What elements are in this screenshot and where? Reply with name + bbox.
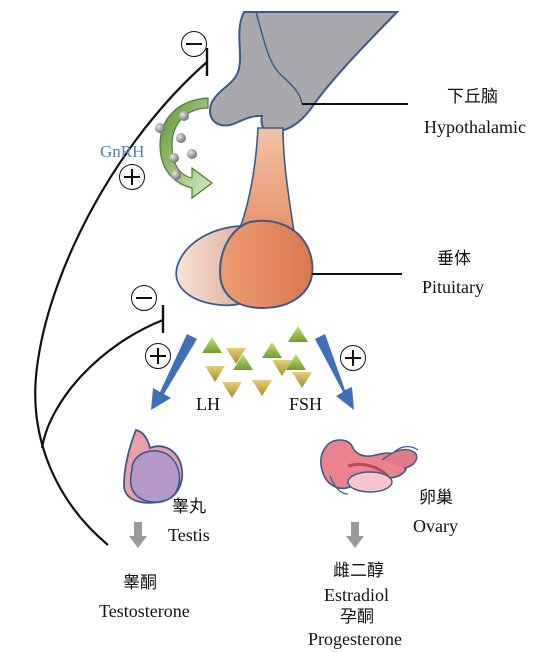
testosterone-label-en: Testosterone: [99, 600, 190, 622]
testis-output-arrow: [129, 522, 147, 548]
testis-label-cn: 睾丸: [172, 496, 206, 518]
stimulate-symbol-lh: [145, 343, 171, 369]
inhibit-symbol-top: [181, 31, 207, 57]
hormone-triangles: [202, 326, 312, 398]
fsh-label: FSH: [289, 393, 322, 415]
stimulate-symbol-gnrh: [119, 164, 145, 190]
hypothalamus-shape: [210, 12, 397, 132]
gnrh-label: GnRH: [100, 141, 144, 163]
pituitary-label-cn: 垂体: [437, 248, 471, 270]
ovary-label-en: Ovary: [413, 515, 458, 537]
pituitary-label-en: Pituitary: [422, 276, 484, 298]
pituitary-posterior-lobe: [220, 221, 312, 308]
hypothalamus-label-cn: 下丘脑: [447, 86, 498, 108]
testis-label-en: Testis: [168, 524, 210, 546]
ovary-illustration: [321, 440, 418, 494]
lh-label: LH: [196, 393, 220, 415]
estradiol-label-en: Estradiol: [324, 584, 389, 606]
ovary-label-cn: 卵巢: [419, 487, 453, 509]
feedback-line-inner: [42, 320, 163, 448]
ovary-output-arrow: [346, 522, 364, 548]
inhibit-symbol-mid: [131, 285, 157, 311]
stimulate-symbol-fsh: [340, 345, 366, 371]
hypothalamus-label-en: Hypothalamic: [424, 116, 526, 138]
testosterone-label-cn: 睾酮: [123, 572, 157, 594]
testis-illustration: [124, 430, 182, 503]
progesterone-label-cn: 孕酮: [340, 606, 374, 628]
estradiol-label-cn: 雌二醇: [333, 560, 384, 582]
progesterone-label-en: Progesterone: [308, 628, 402, 650]
